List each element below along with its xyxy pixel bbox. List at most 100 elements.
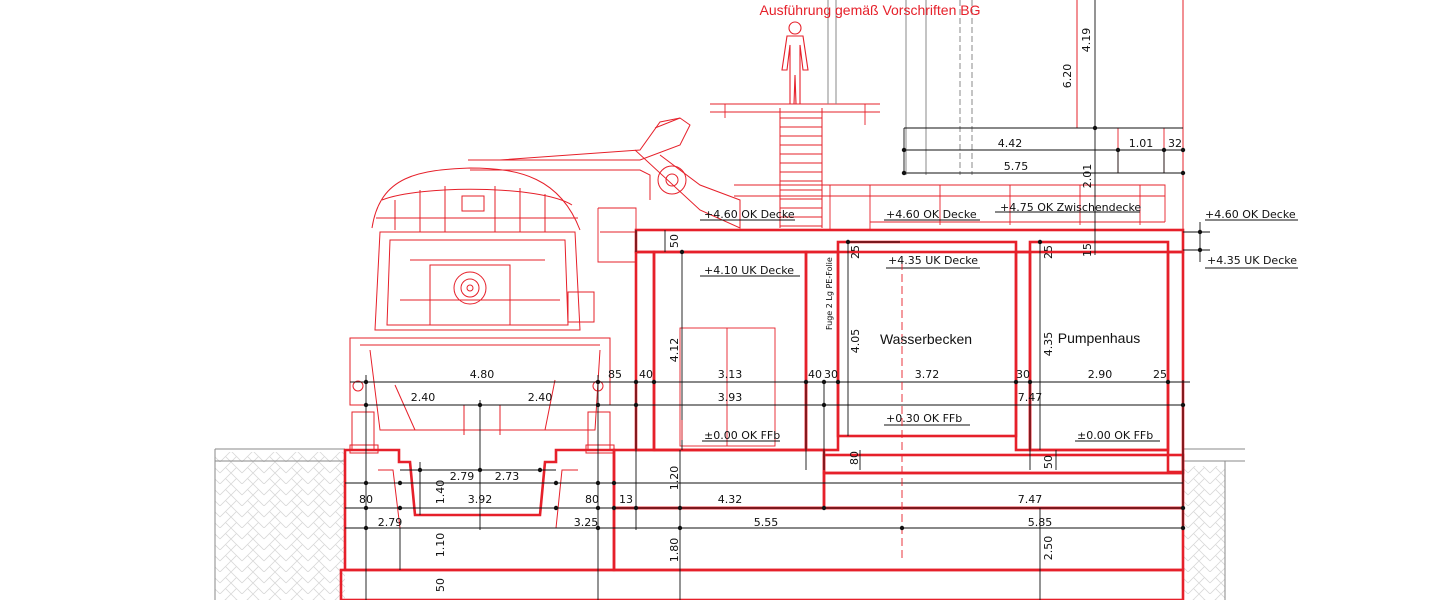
dim-label: 1.20 xyxy=(668,466,681,491)
level-uk-right: +4.35 UK Decke xyxy=(1207,254,1297,267)
dimension-tick xyxy=(1180,505,1186,511)
dim-label: 25 xyxy=(1153,368,1167,381)
dim-label: 80 xyxy=(585,493,599,506)
dimension-tick xyxy=(835,379,841,385)
dimension-tick xyxy=(633,505,639,511)
dimension-tick xyxy=(537,467,543,473)
dimension-tick xyxy=(901,147,907,153)
dim-label: 4.80 xyxy=(470,368,495,381)
dim-label: 80 xyxy=(848,451,861,465)
dimension-tick xyxy=(899,525,905,531)
dim-label: 15 xyxy=(1081,243,1094,257)
dim-label: 80 xyxy=(359,493,373,506)
dimension-tick xyxy=(821,505,827,511)
dimension-tick xyxy=(1161,147,1167,153)
room-label-water-basin: Wasserbecken xyxy=(880,331,972,347)
dimension-tick xyxy=(677,525,683,531)
dim-label: 4.42 xyxy=(998,137,1023,150)
dim-label: 4.05 xyxy=(849,329,862,354)
dimension-tick xyxy=(1027,379,1033,385)
dimension-tick xyxy=(1092,125,1098,131)
dim-label: 4.32 xyxy=(718,493,743,506)
dimension-tick xyxy=(633,379,639,385)
dim-label: 25 xyxy=(849,245,862,259)
dimension-tick xyxy=(595,525,601,531)
dim-label: 7.47 xyxy=(1018,493,1043,506)
dimension-tick xyxy=(803,379,809,385)
level-intermediate-deck: +4.75 OK Zwischendecke xyxy=(1000,201,1141,214)
dim-label: 2.79 xyxy=(450,470,475,483)
dimension-tick xyxy=(1180,170,1186,176)
dim-label: 2.79 xyxy=(378,516,403,529)
dim-label: 1.40 xyxy=(434,480,447,505)
dim-label: 2.40 xyxy=(411,391,436,404)
dimension-tick xyxy=(595,379,601,385)
foil-note: Fuge 2 Lg PE-Folie xyxy=(825,257,834,330)
dimension-tick xyxy=(595,505,601,511)
dimension-tick xyxy=(845,239,851,245)
dim-label: 3.92 xyxy=(468,493,493,506)
dimension-tick xyxy=(901,170,907,176)
dimension-tick xyxy=(417,467,423,473)
dim-label: 5.75 xyxy=(1004,160,1029,173)
dimension-lines xyxy=(345,0,1298,600)
dim-label: 1.01 xyxy=(1129,137,1154,150)
dim-label: 7.47 xyxy=(1018,391,1043,404)
level-deck-left: +4.60 OK Decke xyxy=(704,208,795,221)
dimension-tick xyxy=(611,480,617,486)
dim-label: 2.90 xyxy=(1088,368,1113,381)
dim-label: 5.55 xyxy=(754,516,779,529)
dim-label: 2.40 xyxy=(528,391,553,404)
dimension-tick xyxy=(1197,229,1203,235)
level-uk-left: +4.10 UK Decke xyxy=(704,264,794,277)
dim-label: 85 xyxy=(608,368,622,381)
dimension-tick xyxy=(651,379,657,385)
dim-label: 1.80 xyxy=(668,538,681,563)
dim-label: 4.12 xyxy=(668,338,681,363)
dimension-tick xyxy=(553,480,559,486)
person-figure xyxy=(781,21,809,105)
dimension-tick xyxy=(821,379,827,385)
level-deck-mid: +4.60 OK Decke xyxy=(886,208,977,221)
dimension-tick xyxy=(1197,247,1203,253)
dimension-ticks xyxy=(363,125,1203,531)
dim-label: 40 xyxy=(639,368,653,381)
dimension-tick xyxy=(397,480,403,486)
building-walls xyxy=(597,0,1185,474)
dim-label: 3.25 xyxy=(574,516,599,529)
dimension-tick xyxy=(821,402,827,408)
dimension-tick xyxy=(1180,525,1186,531)
dim-label: 4.35 xyxy=(1042,332,1055,357)
dim-label: 50 xyxy=(434,578,447,592)
dim-label: 50 xyxy=(668,234,681,248)
dimension-tick xyxy=(595,402,601,408)
dim-label: 3.93 xyxy=(718,391,743,404)
dimension-tick xyxy=(363,379,369,385)
dimension-tick xyxy=(1180,147,1186,153)
level-floor-left: ±0.00 OK FFb xyxy=(704,429,780,442)
dim-label: 4.19 xyxy=(1080,28,1093,53)
dim-label: 2.73 xyxy=(495,470,520,483)
level-uk-mid: +4.35 UK Decke xyxy=(888,254,978,267)
dimension-tick xyxy=(1165,379,1171,385)
dim-label: 40 xyxy=(808,368,822,381)
dimension-tick xyxy=(1115,147,1121,153)
dim-label: 3.13 xyxy=(718,368,743,381)
dimension-tick xyxy=(477,467,483,473)
dimension-tick xyxy=(1180,402,1186,408)
room-label-pump-house: Pumpenhaus xyxy=(1058,330,1141,346)
level-deck-right: +4.60 OK Decke xyxy=(1205,208,1296,221)
dim-label: 2.50 xyxy=(1042,536,1055,561)
dimension-tick xyxy=(1037,239,1043,245)
ground xyxy=(214,448,1245,600)
staircase xyxy=(780,117,822,227)
dimension-tick xyxy=(633,402,639,408)
drawing-title: Ausführung gemäß Vorschriften BG xyxy=(760,2,981,18)
dim-label: 1.10 xyxy=(434,533,447,558)
dim-label: 30 xyxy=(1016,368,1030,381)
dimension-tick xyxy=(611,505,617,511)
dim-label: 5.85 xyxy=(1028,516,1053,529)
dimension-tick xyxy=(363,505,369,511)
dimension-tick xyxy=(363,402,369,408)
